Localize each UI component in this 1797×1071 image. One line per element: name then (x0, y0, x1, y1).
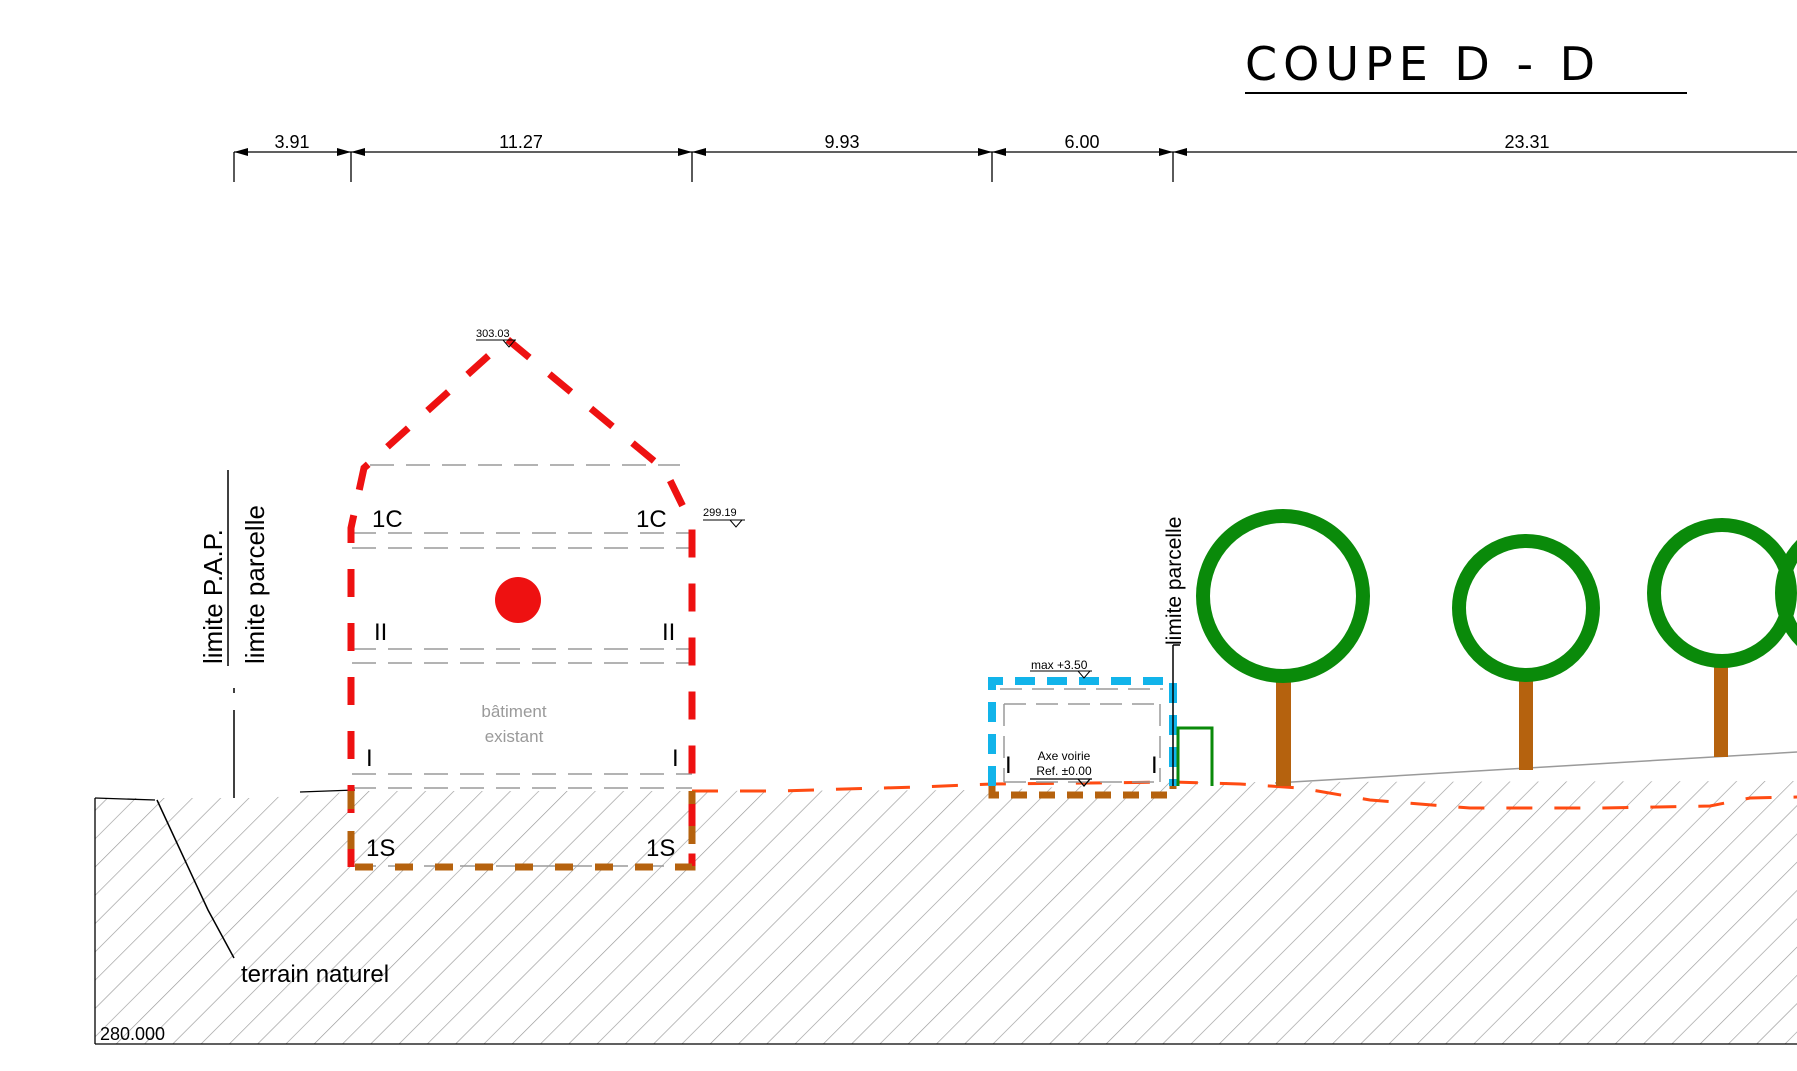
annex-base-outline (988, 786, 1177, 799)
annex-floor-label-left: I (1005, 752, 1012, 779)
axe-level-marker (1030, 778, 1092, 787)
tree-1-trunk (1276, 680, 1291, 786)
ridge-level-marker (476, 339, 516, 348)
terrain-naturel-label: terrain naturel (241, 961, 389, 988)
limite-pap-label: limite P.A.P. (198, 529, 228, 664)
dimension-1: 3.91 (274, 132, 309, 152)
tree-2-trunk (1519, 678, 1533, 770)
tree-2-crown (1452, 534, 1600, 682)
ground-top-line (94, 797, 156, 801)
basement-outline (347, 791, 696, 871)
dimension-arrows (234, 148, 1187, 156)
terrain-dashed-line (692, 780, 1797, 810)
building-outline (347, 334, 696, 867)
limite-parcelle-left-label: limite parcelle (240, 505, 270, 664)
tree-3 (1647, 518, 1797, 757)
limite-parcelle-right-label: limite parcelle (1163, 517, 1186, 645)
dimension-chain (233, 151, 1797, 182)
building-marker-dot (495, 577, 541, 623)
axe-ref-label: Ref. ±0.00 (1036, 764, 1092, 778)
floor-label-i-right: I (672, 745, 679, 772)
eave-level-marker (703, 519, 745, 528)
tree-3-crown (1647, 518, 1797, 668)
tree-4-crown (1775, 539, 1797, 647)
floor-label-1s-right: 1S (646, 835, 675, 862)
eave-level-label: 299.19 (703, 507, 737, 519)
section-title: COUPE D - D (1245, 37, 1601, 91)
slope-line (1274, 751, 1797, 784)
dimension-4: 6.00 (1064, 132, 1099, 152)
terrain-leader-line (156, 799, 235, 959)
floor-label-i-left: I (366, 745, 373, 772)
annex-max-level-marker (1030, 670, 1092, 679)
floor-label-1c-right: 1C (636, 506, 667, 533)
annex-inner-lines (1000, 688, 1163, 783)
floor-label-1c-left: 1C (372, 506, 403, 533)
tree-3-trunk (1714, 664, 1728, 757)
building-label-line2: existant (485, 727, 544, 746)
annex-max-level-label: max +3.50 (1031, 658, 1088, 672)
floor-label-ii-left: II (374, 619, 387, 646)
tree-2 (1452, 534, 1600, 770)
tree-4 (1775, 539, 1797, 647)
dimension-3: 9.93 (824, 132, 859, 152)
axe-voirie-label: Axe voirie (1038, 749, 1091, 763)
green-fence (1176, 726, 1214, 786)
tree-1 (1196, 509, 1370, 786)
floor-label-1s-left: 1S (366, 835, 395, 862)
building-label-line1: bâtiment (481, 702, 546, 721)
annex-floor-label-right: I (1151, 752, 1158, 779)
ground-hatch (95, 781, 1797, 1044)
base-level-label: 280.000 (100, 1024, 165, 1044)
ground-top-line-2 (299, 789, 356, 793)
tree-1-crown (1196, 509, 1370, 683)
ridge-level-label: 303.03 (476, 328, 510, 340)
dimension-2: 11.27 (499, 132, 543, 152)
dimension-5: 23.31 (1504, 132, 1549, 152)
building-floor-lines (352, 464, 692, 867)
floor-label-ii-right: II (662, 619, 675, 646)
limite-pap-marker (227, 470, 235, 798)
